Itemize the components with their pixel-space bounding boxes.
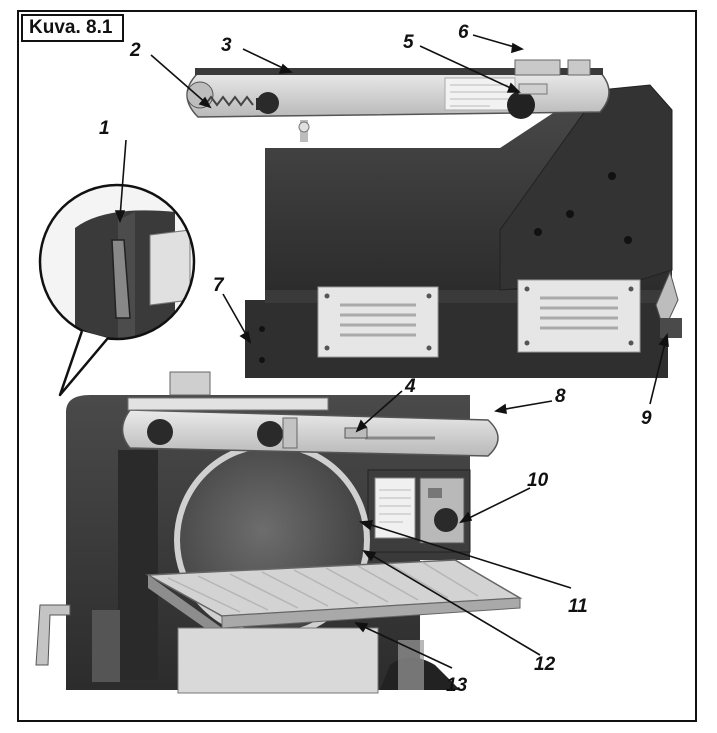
leader-lines <box>114 34 669 669</box>
upper-machine <box>186 59 682 378</box>
detail-zoom-circle <box>38 183 196 397</box>
callout-7: 7 <box>213 275 225 296</box>
callout-9: 9 <box>641 408 652 429</box>
callout-3: 3 <box>221 35 232 56</box>
lower-machine <box>35 371 523 694</box>
vent-plate-right <box>517 279 641 353</box>
callout-1: 1 <box>99 118 110 139</box>
callout-5: 5 <box>403 32 414 53</box>
switch-panel <box>367 469 471 553</box>
lower-belt-arm <box>121 371 499 457</box>
callout-2: 2 <box>129 40 141 61</box>
work-table <box>145 559 523 694</box>
callout-13: 13 <box>446 675 468 696</box>
callout-10: 10 <box>527 470 549 491</box>
callout-numbers: 1 2 3 4 5 6 7 8 9 10 11 12 13 <box>99 22 652 696</box>
callout-11: 11 <box>568 596 588 617</box>
callout-12: 12 <box>534 654 556 675</box>
callout-6: 6 <box>458 22 469 43</box>
callout-8: 8 <box>555 386 566 407</box>
callout-4: 4 <box>404 376 416 397</box>
figure-caption: Kuva. 8.1 <box>21 14 124 42</box>
vent-plate-left <box>317 286 439 358</box>
